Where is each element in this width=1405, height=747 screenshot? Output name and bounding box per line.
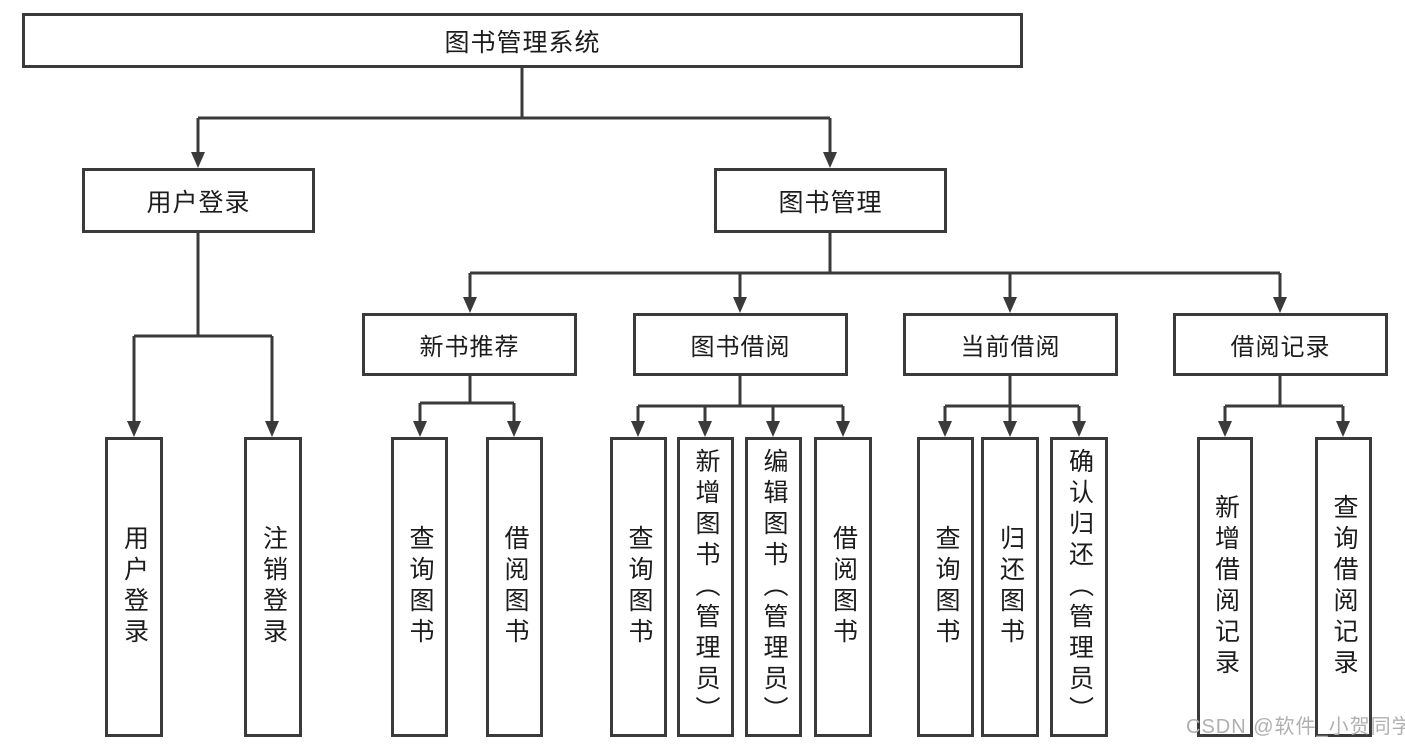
arrowhead <box>191 152 205 168</box>
leaf-borrow-borrow-books: 借阅图书 <box>814 437 872 737</box>
node-book-borrow: 图书借阅 <box>633 313 848 376</box>
watermark-text: CSDN @软件_小贺同学 <box>1186 716 1405 738</box>
node-borrow-records: 借阅记录 <box>1173 313 1388 376</box>
arrowhead <box>463 297 477 313</box>
leaf-records-query-record: 查询借阅记录 <box>1315 437 1372 737</box>
leaf-recommend-query-books: 查询图书 <box>391 437 448 737</box>
connector-borrow-to-leaves <box>636 376 845 422</box>
arrowhead <box>938 421 952 437</box>
connector-root-to-level2 <box>196 68 832 153</box>
arrowhead <box>836 421 850 437</box>
leaf-user-login: 用户登录 <box>105 437 163 737</box>
node-user-login: 用户登录 <box>82 168 315 233</box>
arrowhead <box>127 421 141 437</box>
connector-recommend-to-leaves <box>418 376 516 422</box>
node-current-borrow: 当前借阅 <box>903 313 1118 376</box>
arrowhead <box>1003 421 1017 437</box>
arrowhead <box>1336 421 1350 437</box>
connector-login-to-leaves <box>132 233 274 422</box>
connector-records-to-leaves <box>1223 376 1345 422</box>
arrowhead <box>413 421 427 437</box>
arrowhead <box>766 421 780 437</box>
arrowhead <box>631 421 645 437</box>
leaf-records-add-record: 新增借阅记录 <box>1197 437 1253 737</box>
node-root: 图书管理系统 <box>22 13 1023 68</box>
arrowhead <box>698 421 712 437</box>
leaf-borrow-edit-books-admin: 编辑图书（管理员） <box>745 437 802 737</box>
connector-management-to-level3 <box>468 233 1282 298</box>
leaf-current-return-books: 归还图书 <box>981 437 1039 737</box>
leaf-borrow-add-books-admin: 新增图书（管理员） <box>677 437 734 737</box>
arrowhead <box>823 152 837 168</box>
node-book-management: 图书管理 <box>714 168 947 233</box>
arrowhead <box>265 421 279 437</box>
leaf-recommend-borrow-books: 借阅图书 <box>486 437 543 737</box>
arrowhead <box>1273 297 1287 313</box>
node-new-book-recommend: 新书推荐 <box>362 313 577 376</box>
leaf-borrow-query-books: 查询图书 <box>610 437 667 737</box>
leaf-current-confirm-return-admin: 确认归还（管理员） <box>1050 437 1108 737</box>
arrowhead <box>733 297 747 313</box>
arrowhead <box>1072 421 1086 437</box>
leaf-logout: 注销登录 <box>244 437 302 737</box>
arrowhead <box>1003 297 1017 313</box>
arrowhead <box>1218 421 1232 437</box>
connector-current-to-leaves <box>943 376 1081 422</box>
leaf-current-query-books: 查询图书 <box>917 437 974 737</box>
arrowhead <box>507 421 521 437</box>
